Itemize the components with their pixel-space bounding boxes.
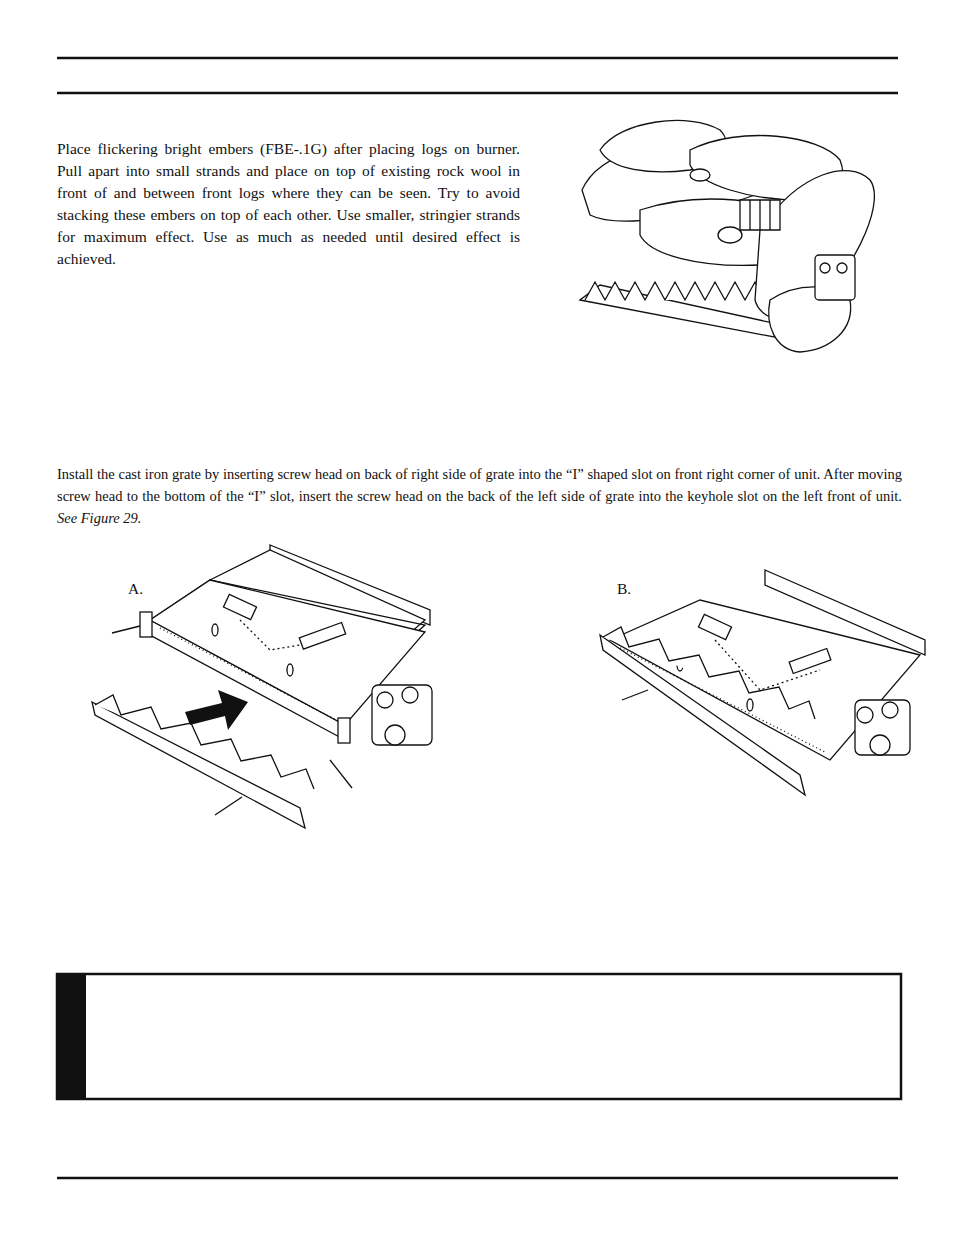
body-paragraph: Place flickering bright embers (FBE-.1G)… [57,138,520,270]
paragraph-text: Place flickering bright embers (FBE-.1G)… [57,140,520,267]
figure-b-illustration [600,570,925,795]
header-rule [57,57,898,60]
figure-letter: B. [617,578,631,600]
footer-rule [57,1177,898,1180]
figure-reference: See Figure 29. [57,510,141,526]
paragraph-text: Install the cast iron grate by inserting… [57,466,902,504]
figure-letter: A. [128,578,143,600]
figure-a-illustration [92,545,432,828]
body-paragraph: Install the cast iron grate by inserting… [57,463,902,529]
notice-bar [57,974,86,1099]
header-rule [57,92,898,95]
notice-box [57,974,901,1099]
log-set-illustration [580,120,874,352]
